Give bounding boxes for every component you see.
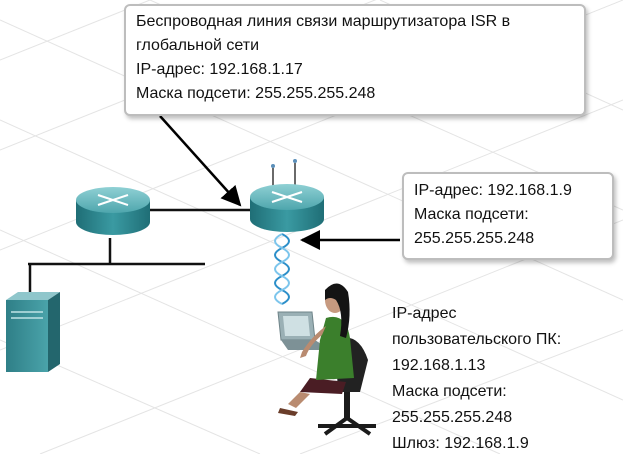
server-icon xyxy=(6,292,60,372)
callout-arrows xyxy=(159,115,400,250)
router-callout-ip: IP-адрес: 192.168.1.9 xyxy=(414,182,572,199)
isr-callout-title-line1: Беспроводная линия связи маршрутизатора … xyxy=(136,13,511,30)
lan-cabling xyxy=(28,208,250,292)
wireless-link-icon xyxy=(274,233,290,305)
router-callout-mask-label: Маска подсети: xyxy=(414,206,529,223)
isr-callout-ip: IP-адрес: 192.168.1.17 xyxy=(136,61,303,78)
pc-ip-label: IP-адрес xyxy=(392,305,457,322)
router-icon xyxy=(76,187,150,235)
pc-gateway: Шлюз: 192.168.1.9 xyxy=(392,435,529,452)
isr-callout-title-line2: глобальной сети xyxy=(136,37,260,54)
laptop-icon xyxy=(277,311,330,350)
router-lan-callout: IP-адрес: 192.168.1.9 Маска подсети: 255… xyxy=(402,172,614,260)
isr-router-icon xyxy=(250,159,324,232)
pc-ip-label-cont: пользовательского ПК: xyxy=(392,331,562,348)
isr-callout-mask: Маска подсети: 255.255.255.248 xyxy=(136,85,376,102)
isr-wan-callout: Беспроводная линия связи маршрутизатора … xyxy=(124,4,586,116)
pc-ip-value: 192.168.1.13 xyxy=(392,357,486,374)
router-callout-mask-value: 255.255.255.248 xyxy=(414,230,535,247)
user-figure-icon xyxy=(278,283,376,436)
pc-mask-label: Маска подсети: xyxy=(392,383,507,400)
user-pc-info: IP-адрес пользовательского ПК: 192.168.1… xyxy=(392,301,561,457)
pc-mask-value: 255.255.255.248 xyxy=(392,409,513,426)
